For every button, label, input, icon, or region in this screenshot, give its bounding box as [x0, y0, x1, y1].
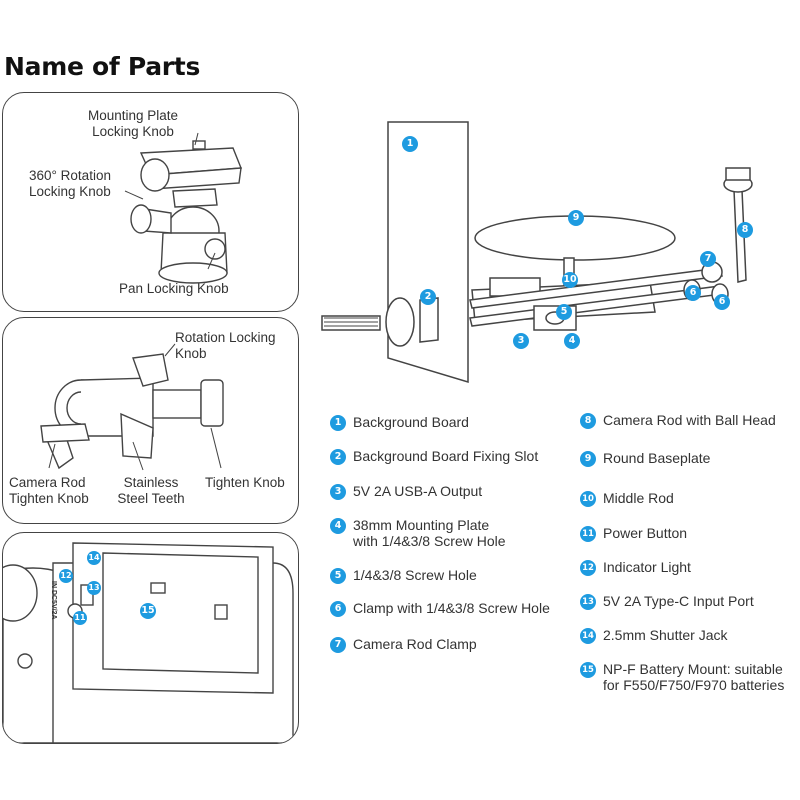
legend-text: Camera Rod with Ball Head	[603, 412, 776, 428]
legend-text: 2.5mm Shutter Jack	[603, 627, 728, 643]
legend-item: 8 Camera Rod with Ball Head	[580, 412, 776, 432]
legend-text: 38mm Mounting Plate with 1/4&3/8 Screw H…	[353, 517, 506, 549]
legend-text: Round Baseplate	[603, 450, 711, 466]
legend-number-badge: 1	[330, 415, 346, 431]
legend-item: 9 Round Baseplate	[580, 450, 710, 470]
page-title: Name of Parts	[4, 52, 201, 81]
legend-item: 5 1/4&3/8 Screw Hole	[330, 567, 477, 587]
legend-item: 3 5V 2A USB-A Output	[330, 483, 482, 503]
callout-12: 12	[59, 569, 73, 583]
legend-number-badge: 15	[580, 662, 596, 678]
callout-15: 15	[140, 603, 156, 619]
legend-number-badge: 13	[580, 594, 596, 610]
legend-number-badge: 4	[330, 518, 346, 534]
legend-number-badge: 8	[580, 413, 596, 429]
legend-text: Middle Rod	[603, 490, 674, 506]
legend-number-badge: 5	[330, 568, 346, 584]
legend-item: 15 NP-F Battery Mount: suitable for F550/…	[580, 661, 784, 693]
callout-3: 3	[513, 333, 529, 349]
callout-1: 1	[402, 136, 418, 152]
callout-6b: 6	[714, 294, 730, 310]
legend-text: Power Button	[603, 525, 688, 541]
legend-number-badge: 3	[330, 484, 346, 500]
mounting-plate-knob-label: Mounting Plate Locking Knob	[87, 108, 179, 139]
battery-mount-panel: IN DC5V/2A 12 14 13 11 15	[2, 532, 299, 744]
legend-item: 14 2.5mm Shutter Jack	[580, 627, 728, 647]
legend-number-badge: 9	[580, 451, 596, 467]
callout-5: 5	[556, 304, 572, 320]
port-label: IN DC5V/2A	[50, 581, 57, 620]
callout-11: 11	[73, 611, 87, 625]
callout-6a: 6	[685, 285, 701, 301]
legend-item: 6 Clamp with 1/4&3/8 Screw Hole	[330, 600, 550, 620]
callout-13: 13	[87, 581, 101, 595]
callout-7: 7	[700, 251, 716, 267]
legend-text: Camera Rod Clamp	[353, 636, 477, 652]
ball-head-drawing	[124, 132, 243, 284]
battery-mount-drawing	[3, 542, 294, 743]
legend-text: 1/4&3/8 Screw Hole	[353, 567, 477, 583]
camera-rod-tighten-knob-label: Camera Rod Tighten Knob	[9, 475, 89, 506]
pan-knob-label: Pan Locking Knob	[119, 281, 229, 296]
legend-item: 7 Camera Rod Clamp	[330, 636, 477, 656]
legend-text: Indicator Light	[603, 559, 691, 575]
callout-14: 14	[87, 551, 101, 565]
legend-item: 1 Background Board	[330, 414, 469, 434]
legend-item: 10 Middle Rod	[580, 490, 674, 510]
legend-number-badge: 12	[580, 560, 596, 576]
legend-item: 2 Background Board Fixing Slot	[330, 448, 538, 468]
rotation-knob-label: 360° Rotation Locking Knob	[29, 168, 111, 199]
legend-item: 12 Indicator Light	[580, 559, 691, 579]
legend-text: Clamp with 1/4&3/8 Screw Hole	[353, 600, 550, 616]
legend-item: 11 Power Button	[580, 525, 687, 545]
legend-number-badge: 7	[330, 637, 346, 653]
ball-head-panel: Mounting Plate Locking Knob 360° Rotatio…	[2, 92, 299, 312]
legend-text: Background Board Fixing Slot	[353, 448, 539, 464]
callout-10: 10	[562, 272, 578, 288]
rotation-locking-knob-label: Rotation Locking Knob	[175, 330, 276, 361]
legend-number-badge: 14	[580, 628, 596, 644]
legend-text: 5V 2A Type-C Input Port	[603, 593, 754, 609]
legend-text: Background Board	[353, 414, 469, 430]
legend-text: 5V 2A USB-A Output	[353, 483, 483, 499]
callout-9: 9	[568, 210, 584, 226]
legend-item: 4 38mm Mounting Plate with 1/4&3/8 Screw …	[330, 517, 506, 549]
rod-clamp-drawing	[40, 343, 224, 471]
legend-number-badge: 11	[580, 526, 596, 542]
callout-4: 4	[564, 333, 580, 349]
callout-8: 8	[737, 222, 753, 238]
legend-number-badge: 6	[330, 601, 346, 617]
legend-item: 13 5V 2A Type-C Input Port	[580, 593, 754, 613]
tighten-knob-label: Tighten Knob	[205, 475, 285, 490]
rod-clamp-panel: Rotation Locking Knob Camera Rod Tighten…	[2, 317, 299, 524]
legend-number-badge: 2	[330, 449, 346, 465]
legend-number-badge: 10	[580, 491, 596, 507]
callout-2: 2	[420, 289, 436, 305]
legend-text: NP-F Battery Mount: suitable for F550/F7…	[603, 661, 785, 693]
stainless-steel-teeth-label: Stainless Steel Teeth	[117, 475, 185, 506]
